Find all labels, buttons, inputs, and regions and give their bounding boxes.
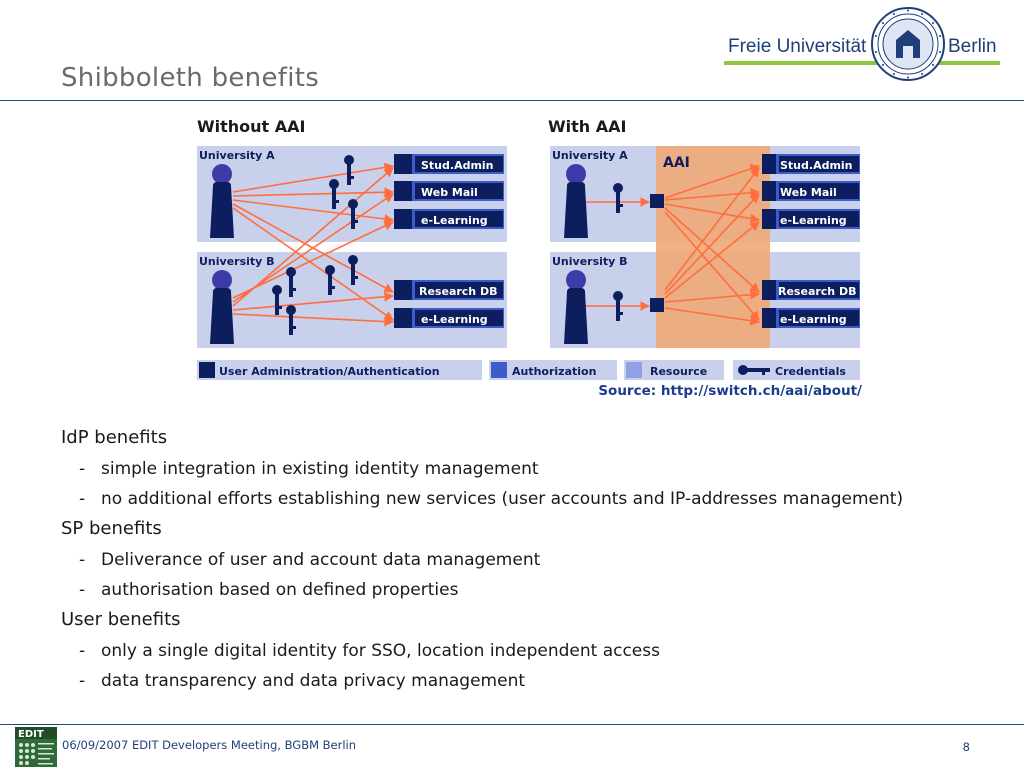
- edit-logo-icon: EDIT: [15, 727, 57, 767]
- resource-label: Stud.Admin: [780, 159, 853, 172]
- legend-swatch: [199, 362, 215, 378]
- resource-label: Research DB: [778, 285, 856, 298]
- benefits-list: IdP benefits -simple integration in exis…: [61, 426, 1011, 699]
- resource-e-learning-right-a: e-Learning: [762, 209, 860, 229]
- resource-research-db-left: Research DB: [394, 280, 504, 300]
- user-icon: [210, 164, 234, 238]
- right-diagram-title: With AAI: [548, 117, 626, 136]
- resource-label: Web Mail: [421, 186, 478, 199]
- resource-stud-admin-left: Stud.Admin: [394, 154, 504, 174]
- slide-title: Shibboleth benefits: [61, 63, 320, 93]
- bullet-item: -only a single digital identity for SSO,…: [79, 641, 660, 661]
- resource-label: e-Learning: [780, 214, 847, 227]
- bullet-heading-sp: SP benefits: [61, 518, 162, 539]
- legend-key-icon: [738, 365, 770, 375]
- resource-web-mail-right: Web Mail: [762, 181, 860, 201]
- resource-label: Stud.Admin: [421, 159, 494, 172]
- resource-label: e-Learning: [780, 313, 847, 326]
- resource-e-learning-right-b: e-Learning: [762, 308, 860, 328]
- label-university-a-aai: University A: [552, 149, 628, 162]
- bullet-text: no additional efforts establishing new s…: [101, 489, 904, 509]
- resource-label: Research DB: [419, 285, 497, 298]
- user-icon: [564, 164, 588, 238]
- legend: User Administration/Authentication Autho…: [197, 360, 860, 380]
- resource-research-db-right: Research DB: [762, 280, 860, 300]
- bullet-heading-idp: IdP benefits: [61, 427, 168, 448]
- page-number: 8: [962, 740, 970, 754]
- logo-right-text: Berlin: [948, 36, 997, 57]
- bullet-text: authorisation based on defined propertie…: [101, 580, 459, 600]
- resource-e-learning-left-b: e-Learning: [394, 308, 504, 328]
- bullet-item: -no additional efforts establishing new …: [79, 489, 904, 509]
- resource-e-learning-left-a: e-Learning: [394, 209, 504, 229]
- resource-label: e-Learning: [421, 313, 488, 326]
- bullet-item: -Deliverance of user and account data ma…: [79, 550, 541, 570]
- source-link[interactable]: Source: http://switch.ch/aai/about/: [598, 383, 862, 399]
- footer-text: 06/09/2007 EDIT Developers Meeting, BGBM…: [62, 738, 357, 752]
- aai-label: AAI: [663, 155, 690, 171]
- legend-resource: Resource: [650, 365, 707, 378]
- resource-label: e-Learning: [421, 214, 488, 227]
- user-icon: [210, 270, 234, 344]
- legend-credentials: Credentials: [775, 365, 846, 378]
- logo-left-text: Freie Universität: [728, 36, 867, 57]
- edit-logo-text: EDIT: [18, 729, 44, 740]
- bullet-item: -simple integration in existing identity…: [79, 459, 539, 479]
- fu-berlin-logo: Freie Universität Berlin: [722, 6, 1002, 82]
- resource-label: Web Mail: [780, 186, 837, 199]
- legend-swatch: [626, 362, 642, 378]
- label-university-b-aai: University B: [552, 255, 628, 268]
- left-diagram-title: Without AAI: [197, 117, 306, 136]
- label-university-b: University B: [199, 255, 275, 268]
- university-seal-icon: [871, 7, 945, 81]
- aai-node: [650, 194, 664, 208]
- aai-comparison-diagram: Without AAI With AAI University A Univer…: [197, 117, 860, 380]
- footer-divider: [0, 724, 1024, 725]
- legend-user-admin: User Administration/Authentication: [219, 365, 440, 378]
- resource-web-mail-left: Web Mail: [394, 181, 504, 201]
- label-university-a: University A: [199, 149, 275, 162]
- title-divider: [0, 100, 1024, 101]
- user-icon: [564, 270, 588, 344]
- bullet-text: only a single digital identity for SSO, …: [101, 641, 660, 661]
- logo-green-bar: [724, 61, 1000, 65]
- bullet-text: data transparency and data privacy manag…: [101, 671, 526, 691]
- bullet-item: -data transparency and data privacy mana…: [79, 671, 526, 691]
- aai-node: [650, 298, 664, 312]
- legend-swatch: [491, 362, 507, 378]
- bullet-item: -authorisation based on defined properti…: [79, 580, 459, 600]
- bullet-text: Deliverance of user and account data man…: [101, 550, 541, 570]
- bullet-heading-user: User benefits: [61, 609, 181, 630]
- resource-stud-admin-right: Stud.Admin: [762, 154, 860, 174]
- legend-authorization: Authorization: [512, 365, 596, 378]
- bullet-text: simple integration in existing identity …: [101, 459, 539, 479]
